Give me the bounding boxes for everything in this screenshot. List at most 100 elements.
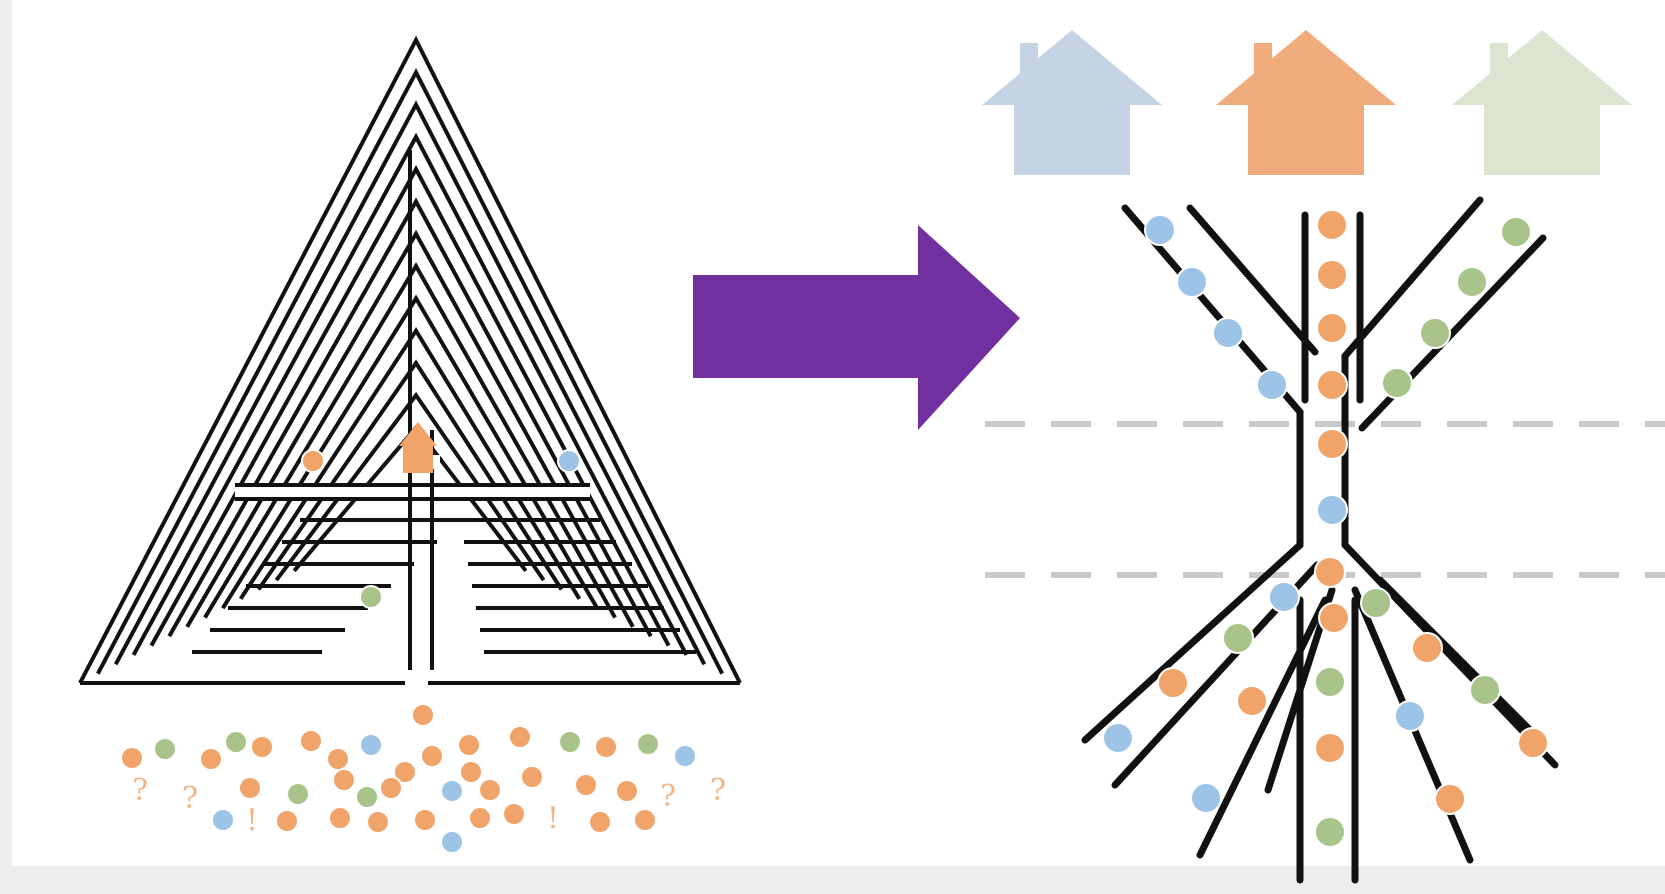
dot bbox=[420, 744, 444, 768]
confusion-mark: ! bbox=[246, 803, 258, 838]
path-wall bbox=[1196, 596, 1329, 859]
dot bbox=[1394, 700, 1426, 732]
dot bbox=[1190, 782, 1222, 814]
dot bbox=[355, 785, 379, 809]
dot bbox=[1517, 727, 1549, 759]
dot bbox=[1236, 685, 1268, 717]
maze-wall bbox=[113, 100, 707, 666]
dot bbox=[574, 773, 598, 797]
maze-wall bbox=[131, 132, 689, 656]
confusion-mark: ! bbox=[547, 801, 559, 836]
dot bbox=[636, 732, 660, 756]
dot bbox=[359, 585, 383, 609]
dot bbox=[478, 778, 502, 802]
dot bbox=[301, 449, 325, 473]
dot bbox=[411, 703, 435, 727]
dot bbox=[250, 735, 274, 759]
dot bbox=[199, 747, 223, 771]
destination-houses bbox=[982, 30, 1632, 175]
dot bbox=[379, 776, 403, 800]
dot bbox=[1314, 816, 1346, 848]
confusion-marks: ??!!?? bbox=[132, 773, 726, 838]
maze-wall bbox=[221, 294, 599, 610]
confusion-mark: ? bbox=[710, 773, 726, 808]
dot bbox=[1316, 494, 1348, 526]
dot bbox=[332, 768, 356, 792]
dot bbox=[594, 735, 618, 759]
dot bbox=[413, 808, 437, 832]
dot bbox=[359, 733, 383, 757]
confusion-mark: ? bbox=[660, 779, 676, 814]
dot bbox=[1316, 209, 1348, 241]
dot bbox=[520, 765, 544, 789]
dot bbox=[286, 782, 310, 806]
dot bbox=[459, 760, 483, 784]
slide-frame bbox=[12, 0, 1665, 866]
dot bbox=[557, 449, 581, 473]
dot bbox=[120, 746, 144, 770]
dot bbox=[558, 730, 582, 754]
dot bbox=[673, 744, 697, 768]
dot bbox=[153, 737, 177, 761]
dot bbox=[328, 806, 352, 830]
dot bbox=[275, 809, 299, 833]
dot bbox=[1318, 602, 1350, 634]
dot bbox=[1456, 266, 1488, 298]
maze-wall bbox=[238, 326, 582, 600]
dot bbox=[1316, 312, 1348, 344]
path-wall bbox=[1186, 204, 1319, 356]
dot bbox=[1268, 581, 1300, 613]
confusion-mark: ? bbox=[132, 773, 148, 808]
dot bbox=[211, 808, 235, 832]
dot bbox=[633, 808, 657, 832]
path-wall bbox=[1341, 196, 1484, 549]
dot bbox=[502, 802, 526, 826]
dot bbox=[1434, 783, 1466, 815]
arrow-right-icon bbox=[693, 225, 1020, 430]
path-wall bbox=[1358, 234, 1547, 432]
path-funnel bbox=[1081, 196, 1559, 884]
maze-wall bbox=[96, 67, 724, 675]
dot bbox=[299, 729, 323, 753]
dot bbox=[224, 730, 248, 754]
dot bbox=[1157, 667, 1189, 699]
dot bbox=[1316, 428, 1348, 460]
dot bbox=[1314, 732, 1346, 764]
maze-wall bbox=[256, 359, 564, 591]
dot bbox=[1419, 317, 1451, 349]
dot bbox=[1212, 317, 1244, 349]
dot bbox=[1144, 214, 1176, 246]
dot bbox=[1314, 556, 1346, 588]
maze-wall bbox=[78, 35, 742, 684]
dot bbox=[468, 806, 492, 830]
dot bbox=[1222, 622, 1254, 654]
dot bbox=[1411, 632, 1443, 664]
path-wall bbox=[1081, 541, 1304, 744]
dot bbox=[615, 779, 639, 803]
dot bbox=[393, 760, 417, 784]
dot bbox=[1381, 367, 1413, 399]
dot bbox=[440, 830, 464, 854]
blue-house bbox=[982, 30, 1162, 175]
crowd-of-dots bbox=[120, 725, 697, 854]
house-icon bbox=[399, 422, 437, 473]
green-house bbox=[1452, 30, 1632, 175]
dot bbox=[588, 810, 612, 834]
confusion-mark: ? bbox=[182, 781, 198, 816]
dot bbox=[1314, 666, 1346, 698]
dot bbox=[457, 733, 481, 757]
dot bbox=[1500, 216, 1532, 248]
dot bbox=[1176, 266, 1208, 298]
dot bbox=[440, 779, 464, 803]
dot bbox=[1469, 674, 1501, 706]
orange-house bbox=[1216, 30, 1396, 175]
dot bbox=[238, 776, 262, 800]
dot bbox=[1256, 369, 1288, 401]
dot bbox=[1360, 587, 1392, 619]
path-wall bbox=[1376, 576, 1534, 734]
dot bbox=[1316, 259, 1348, 291]
dot bbox=[508, 725, 532, 749]
dot bbox=[1316, 369, 1348, 401]
